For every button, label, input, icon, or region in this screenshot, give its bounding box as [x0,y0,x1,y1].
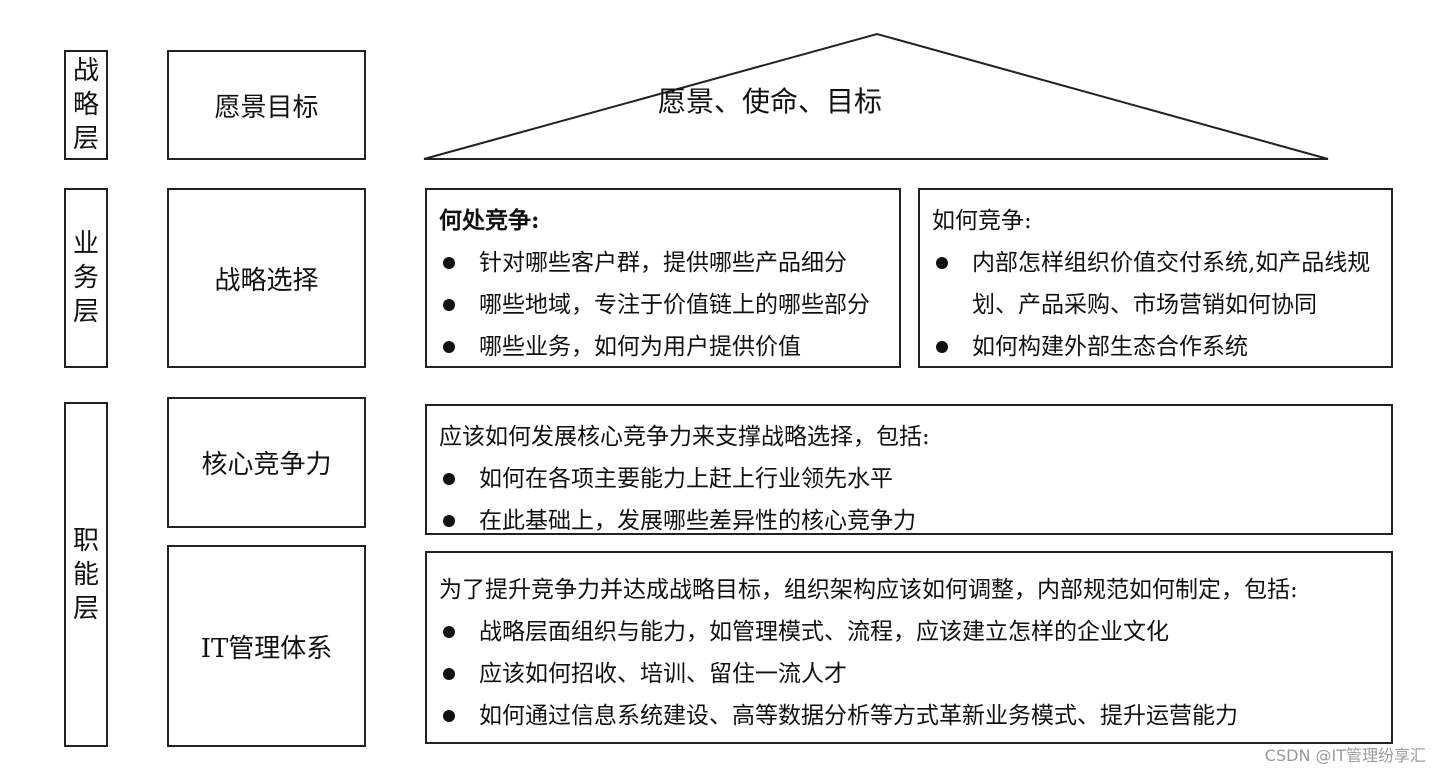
where-to-compete-list: 针对哪些客户群，提供哪些产品细分 哪些地域，专注于价值链上的哪些部分 哪些业务，… [439,242,889,368]
roof-text: 愿景、使命、目标 [657,85,882,118]
list-item: 战略层面组织与能力，如管理模式、流程，应该建立怎样的企业文化 [439,611,1381,653]
list-item: 如何在各项主要能力上赶上行业领先水平 [439,458,1381,500]
layer-function-char: 能 [72,559,99,590]
how-to-compete-box: 如何竞争: 内部怎样组织价值交付系统,如产品线规划、产品采购、市场营销如何协同 … [918,188,1393,368]
list-item: 在此基础上，发展哪些差异性的核心竞争力 [439,500,1381,542]
roof-triangle-shape [423,32,1329,160]
list-item: 内部怎样组织价值交付系统,如产品线规划、产品采购、市场营销如何协同 [932,242,1381,326]
it-system-list: 战略层面组织与能力，如管理模式、流程，应该建立怎样的企业文化 应该如何招收、培训… [439,611,1381,737]
list-item: 如何构建外部生态合作系统 [932,326,1381,368]
label-core-competence-text: 核心竞争力 [201,450,332,480]
list-item: 如何通过信息系统建设、高等数据分析等方式革新业务模式、提升运营能力 [439,695,1381,737]
layer-function-char: 职 [72,525,99,556]
label-strategy-choice: 战略选择 [167,188,366,368]
layer-business-char: 务 [72,263,99,293]
label-core-competence: 核心竞争力 [167,397,366,528]
label-it-system: IT管理体系 [167,545,366,747]
label-vision-text: 愿景目标 [214,92,319,123]
layer-strategy: 战 略 层 [64,50,108,160]
core-competence-box: 应该如何发展核心竞争力来支撑战略选择，包括: 如何在各项主要能力上赶上行业领先水… [425,404,1393,535]
layer-business: 业 务 层 [64,188,108,368]
list-item: 哪些地域，专注于价值链上的哪些部分 [439,284,889,326]
label-it-system-text: IT管理体系 [200,633,333,664]
list-item: 应该如何招收、培训、留住一流人才 [439,653,1381,695]
layer-function-char: 层 [72,593,99,624]
list-item: 哪些业务，如何为用户提供价值 [439,326,889,368]
layer-function: 职 能 层 [64,402,108,747]
how-to-compete-list: 内部怎样组织价值交付系统,如产品线规划、产品采购、市场营销如何协同 如何构建外部… [932,242,1381,368]
where-to-compete-box: 何处竞争: 针对哪些客户群，提供哪些产品细分 哪些地域，专注于价值链上的哪些部分… [425,188,901,368]
it-system-title: 为了提升竞争力并达成战略目标，组织架构应该如何调整，内部规范如何制定，包括: [439,577,1298,603]
label-vision: 愿景目标 [167,50,366,160]
label-strategy-choice-text: 战略选择 [214,265,319,296]
watermark: CSDN @IT管理纷享汇 [1264,746,1426,765]
layer-strategy-char: 略 [72,90,99,120]
it-system-box: 为了提升竞争力并达成战略目标，组织架构应该如何调整，内部规范如何制定，包括: 战… [425,551,1393,744]
layer-strategy-char: 战 [72,56,99,86]
core-competence-title: 应该如何发展核心竞争力来支撑战略选择，包括: [439,424,930,450]
layer-business-char: 业 [72,229,99,259]
list-item: 针对哪些客户群，提供哪些产品细分 [439,242,889,284]
how-to-compete-title: 如何竞争: [932,208,1032,234]
layer-business-char: 层 [72,297,99,327]
layer-strategy-char: 层 [72,124,99,154]
where-to-compete-title: 何处竞争: [439,207,540,234]
core-competence-list: 如何在各项主要能力上赶上行业领先水平 在此基础上，发展哪些差异性的核心竞争力 [439,458,1381,542]
